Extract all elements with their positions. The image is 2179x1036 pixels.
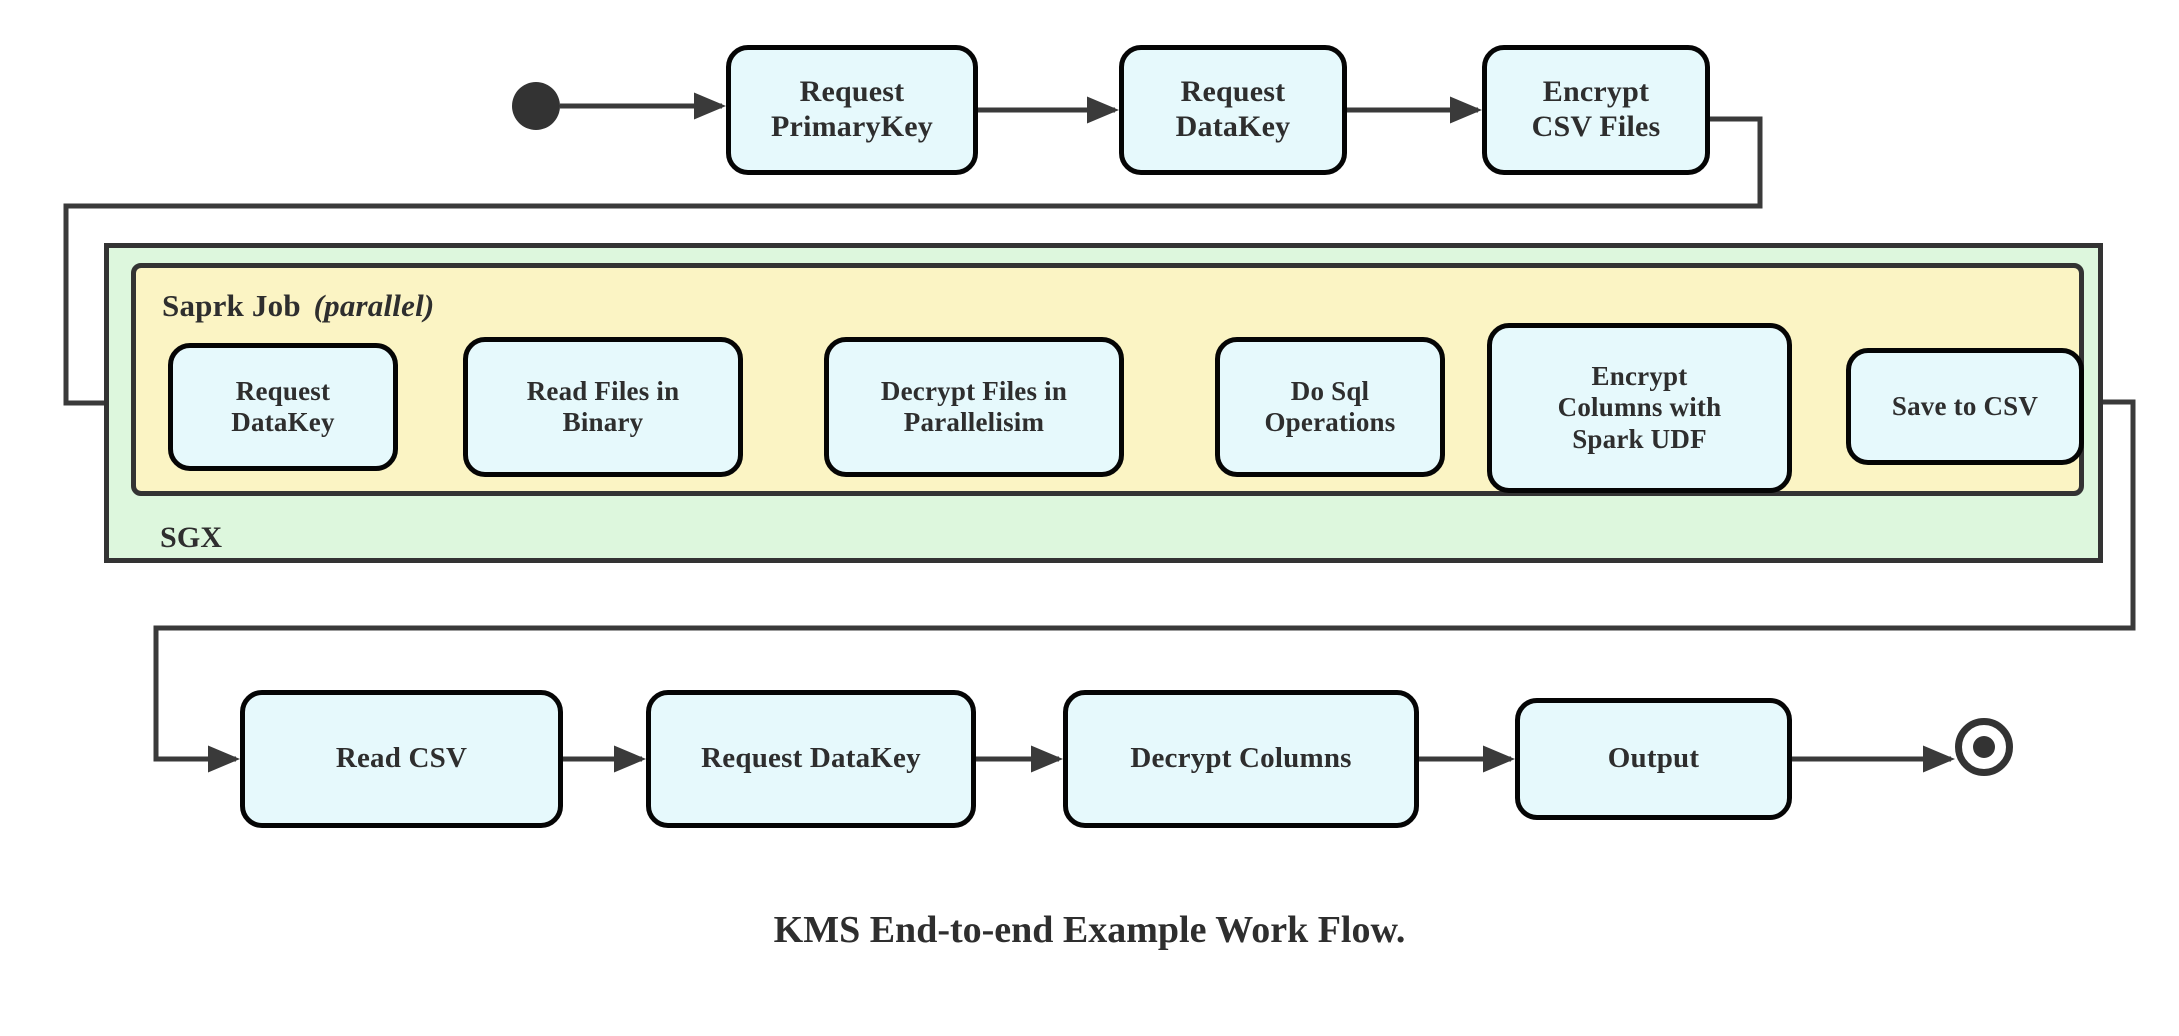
node-request-datakey-top[interactable]: Request DataKey: [1119, 45, 1347, 175]
node-read-files-in-binary[interactable]: Read Files in Binary: [463, 337, 743, 477]
node-save-to-csv[interactable]: Save to CSV: [1846, 348, 2084, 465]
diagram-caption: KMS End-to-end Example Work Flow.: [773, 909, 1406, 951]
node-decrypt-files-parallel[interactable]: Decrypt Files in Parallelisim: [824, 337, 1124, 477]
node-encrypt-csv-files[interactable]: Encrypt CSV Files: [1482, 45, 1710, 175]
final-state-node: [1955, 718, 2013, 776]
group-label-text: Saprk Job: [162, 288, 301, 323]
group-label-qualifier: (parallel): [313, 288, 435, 323]
node-request-primarykey[interactable]: Request PrimaryKey: [726, 45, 978, 175]
group-label-spark: Saprk Job (parallel): [162, 288, 434, 324]
node-read-csv[interactable]: Read CSV: [240, 690, 563, 828]
group-label-text: SGX: [160, 521, 223, 554]
group-label-sgx: SGX: [160, 521, 222, 555]
node-request-datakey-spark[interactable]: Request DataKey: [168, 343, 398, 471]
node-decrypt-columns[interactable]: Decrypt Columns: [1063, 690, 1419, 828]
node-encrypt-columns-udf[interactable]: Encrypt Columns with Spark UDF: [1487, 323, 1792, 493]
node-request-datakey-bottom[interactable]: Request DataKey: [646, 690, 976, 828]
node-output[interactable]: Output: [1515, 698, 1792, 820]
node-do-sql-operations[interactable]: Do Sql Operations: [1215, 337, 1445, 477]
start-state-node: [512, 82, 560, 130]
